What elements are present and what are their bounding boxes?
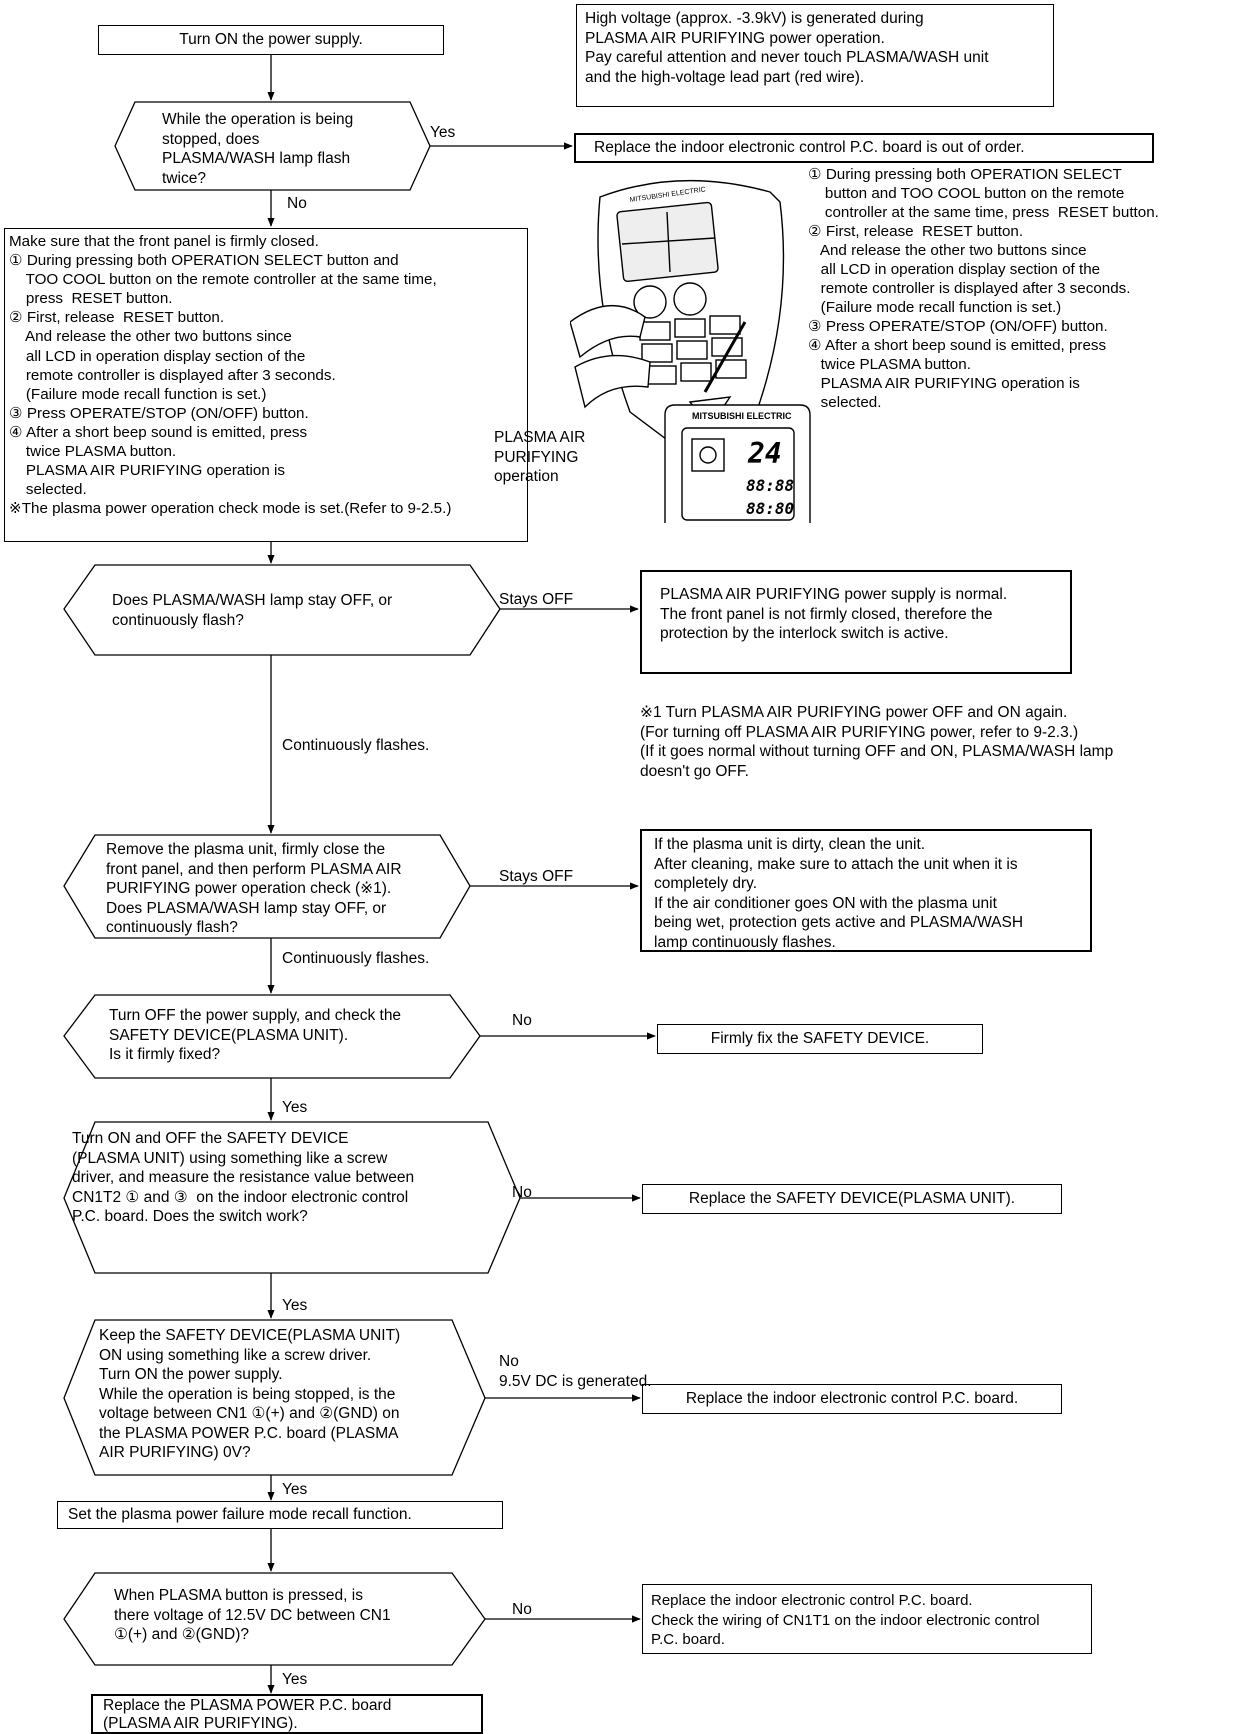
decision-lamp <box>63 564 501 656</box>
q-voltage-12-text: When PLASMA button is pressed, is there … <box>114 1587 391 1643</box>
q-voltage-0v-text: Keep the SAFETY DEVICE(PLASMA UNIT) ON u… <box>99 1327 401 1461</box>
lcd-display-illustration: MITSUBISHI ELECTRIC 24 88:88 88:80 <box>664 404 811 523</box>
label-yes-1: Yes <box>430 124 456 141</box>
note-1-text: ※1 Turn PLASMA AIR PURIFYING power OFF a… <box>640 704 1114 780</box>
step-replace-power-board: Replace the PLASMA POWER P.C. board (PLA… <box>91 1694 483 1734</box>
replace-board-2-text: Replace the indoor electronic control P.… <box>685 1390 1019 1407</box>
decision-voltage-0v <box>63 1319 486 1476</box>
q-flash-twice-text: While the operation is being stopped, do… <box>162 111 354 187</box>
label-no-4: No <box>512 1601 532 1618</box>
label-stays-off-1: Stays OFF <box>499 591 574 608</box>
step-normal-supply: PLASMA AIR PURIFYING power supply is nor… <box>640 570 1072 674</box>
replace-board-3-text: Replace the indoor electronic control P.… <box>651 1592 1040 1648</box>
procedure-box: Make sure that the front panel is firmly… <box>4 228 528 542</box>
q-safety-fixed-text: Turn OFF the power supply, and check the… <box>109 1007 402 1063</box>
label-yes-5: Yes <box>282 1671 308 1688</box>
step-replace-safety: Replace the SAFETY DEVICE(PLASMA UNIT). <box>642 1184 1062 1214</box>
high-voltage-notice: High voltage (approx. -3.9kV) is generat… <box>576 4 1054 107</box>
label-yes-2: Yes <box>282 1099 308 1116</box>
lcd-brand: MITSUBISHI ELECTRIC <box>692 411 792 421</box>
procedure-text: Make sure that the front panel is firmly… <box>9 233 452 518</box>
lcd-clock-a: 88:88 <box>746 476 794 495</box>
replace-power-board-text: Replace the PLASMA POWER P.C. board (PLA… <box>103 1697 392 1732</box>
power-on-text: Turn ON the power supply. <box>179 31 363 48</box>
remote-controller-illustration: MITSUBISHI ELECTRIC <box>570 179 785 459</box>
label-no-3: No <box>512 1184 532 1201</box>
decision-switch-work <box>63 1121 521 1274</box>
step-set-recall: Set the plasma power failure mode recall… <box>57 1501 503 1529</box>
normal-supply-text: PLASMA AIR PURIFYING power supply is nor… <box>660 586 1008 642</box>
step-power-on: Turn ON the power supply. <box>98 25 444 55</box>
step-fix-safety: Firmly fix the SAFETY DEVICE. <box>657 1024 983 1054</box>
replace-safety-text: Replace the SAFETY DEVICE(PLASMA UNIT). <box>688 1190 1016 1207</box>
q-lamp-text: Does PLASMA/WASH lamp stay OFF, or conti… <box>112 592 393 629</box>
fix-safety-text: Firmly fix the SAFETY DEVICE. <box>710 1030 930 1047</box>
label-continuously-flashes-1: Continuously flashes. <box>282 737 430 754</box>
step-replace-board-2: Replace the indoor electronic control P.… <box>642 1384 1062 1414</box>
plasma-operation-label: PLASMA AIR PURIFYING operation <box>494 429 586 485</box>
lcd-temp: 24 <box>747 437 782 470</box>
label-no-95v: No 9.5V DC is generated. <box>499 1353 652 1390</box>
label-no-2: No <box>512 1012 532 1029</box>
side-procedure-text: ① During pressing both OPERATION SELECT … <box>808 166 1159 411</box>
lcd-clock-b: 88:80 <box>746 499 794 518</box>
label-yes-3: Yes <box>282 1297 308 1314</box>
replace-board-1-text: Replace the indoor electronic control P.… <box>594 139 1025 156</box>
label-yes-4: Yes <box>282 1481 308 1498</box>
step-replace-board-1: Replace the indoor electronic control P.… <box>574 133 1154 163</box>
label-continuously-flashes-2: Continuously flashes. <box>282 950 430 967</box>
label-stays-off-2: Stays OFF <box>499 868 574 885</box>
decision-voltage-12 <box>63 1572 486 1666</box>
step-replace-board-3: Replace the indoor electronic control P.… <box>642 1584 1092 1654</box>
q-remove-unit-text: Remove the plasma unit, firmly close the… <box>106 841 402 936</box>
label-no-1: No <box>287 195 307 212</box>
decision-safety-fixed <box>63 994 481 1079</box>
clean-unit-text: If the plasma unit is dirty, clean the u… <box>654 836 1024 951</box>
decision-flash-twice <box>114 101 431 191</box>
decision-remove-unit <box>63 834 471 939</box>
set-recall-text: Set the plasma power failure mode recall… <box>68 1506 412 1523</box>
step-clean-unit: If the plasma unit is dirty, clean the u… <box>640 829 1092 952</box>
q-switch-work-text: Turn ON and OFF the SAFETY DEVICE (PLASM… <box>72 1130 415 1225</box>
notice-text: High voltage (approx. -3.9kV) is generat… <box>585 10 989 86</box>
